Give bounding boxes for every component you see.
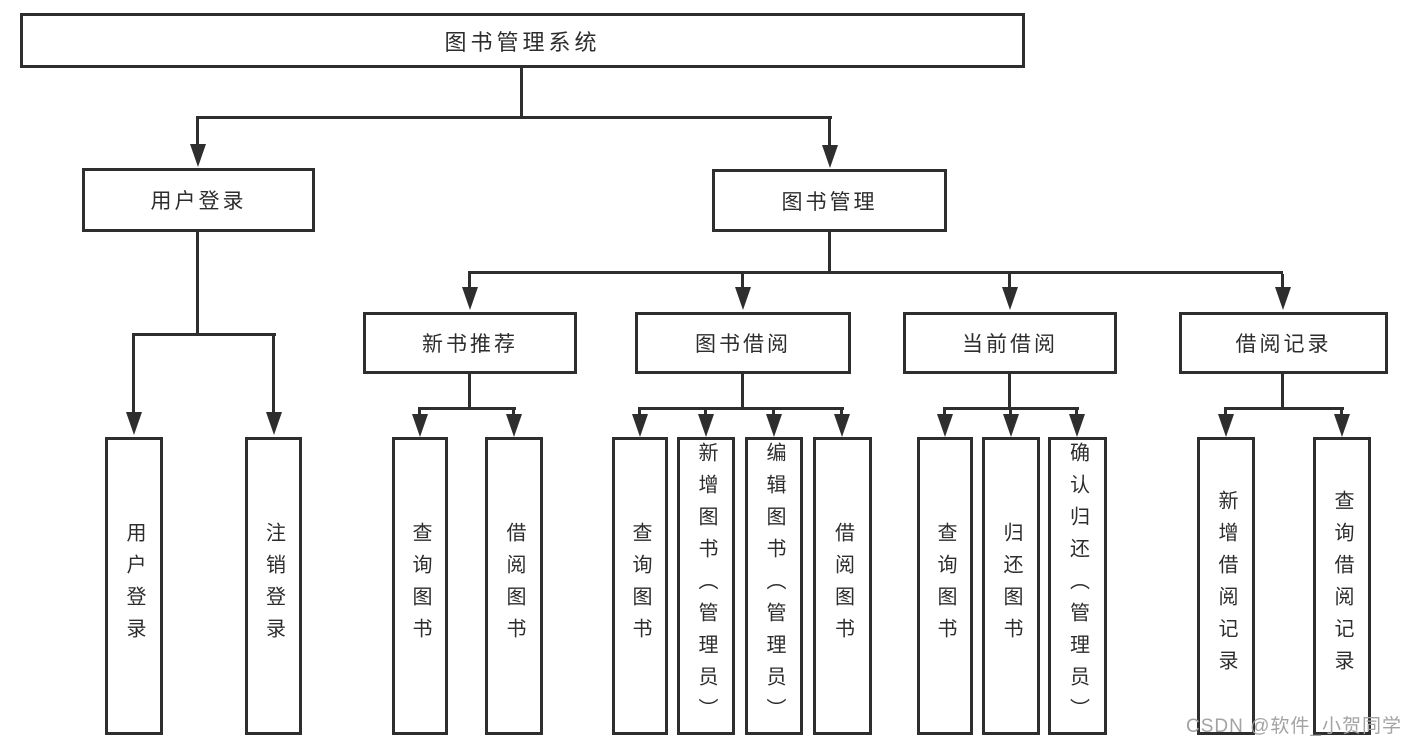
connector-level3-stem <box>1281 274 1284 289</box>
leaf-label: 借阅图书 <box>503 522 525 650</box>
connector-leaf-stem <box>943 407 946 417</box>
node-book-borrowing: 图书借阅 <box>635 312 851 374</box>
connector-level3-rail <box>468 271 1283 274</box>
arrow-down-icon <box>698 414 714 437</box>
leaf-label: 查询图书 <box>934 522 956 650</box>
connector-leaf-stem <box>840 407 843 417</box>
leaf-borrow-books: 借阅图书 <box>485 437 543 735</box>
leaf-label: 查询图书 <box>629 522 651 650</box>
connector-book-mgmt-stem <box>828 119 831 147</box>
node-borrowing-records: 借阅记录 <box>1179 312 1388 374</box>
arrow-down-icon <box>632 414 648 437</box>
arrow-down-icon <box>1218 414 1234 437</box>
leaf-query-books: 查询图书 <box>612 437 668 735</box>
leaf-label: 注销登录 <box>262 522 285 650</box>
arrow-down-icon <box>1002 287 1018 310</box>
node-label: 用户登录 <box>150 190 247 213</box>
leaf-user-login: 用户登录 <box>105 437 163 735</box>
connector-leaf-stem <box>1075 407 1078 417</box>
connector-user-login-stem <box>196 119 199 147</box>
connector-leaf-stem <box>512 407 515 417</box>
leaf-label: 确认归还（管理员） <box>1066 442 1089 730</box>
connector-leaf-stem <box>638 407 641 417</box>
leaf-label: 查询借阅记录 <box>1331 490 1353 682</box>
arrow-down-icon <box>937 414 953 437</box>
node-label: 图书借阅 <box>695 333 791 356</box>
node-current-borrowing: 当前借阅 <box>903 312 1117 374</box>
connector-level1-rail <box>196 116 832 119</box>
connector-root-drop <box>520 68 523 119</box>
arrow-down-icon <box>126 412 142 435</box>
node-label: 图书管理 <box>781 190 878 214</box>
leaf-label: 归还图书 <box>1000 522 1022 650</box>
connector-drop <box>1008 374 1011 407</box>
node-user-login: 用户登录 <box>82 168 315 232</box>
connector-leaf-rail <box>418 407 516 410</box>
arrow-down-icon <box>506 414 522 437</box>
leaf-label: 用户登录 <box>123 522 145 650</box>
arrow-down-icon <box>1334 414 1350 437</box>
connector-leaf-stem <box>1340 407 1343 417</box>
connector-book-mgmt-drop <box>828 232 831 271</box>
leaf-borrow-books: 借阅图书 <box>813 437 872 735</box>
node-new-book-recommend: 新书推荐 <box>363 312 577 374</box>
arrow-down-icon <box>1003 414 1019 437</box>
node-label: 新书推荐 <box>422 333 518 356</box>
connector-user-login-drop <box>196 232 199 333</box>
node-library-management-system: 图书管理系统 <box>20 13 1025 68</box>
connector-leaf-rail <box>1224 407 1344 410</box>
arrow-down-icon <box>412 414 428 437</box>
leaf-label: 编辑图书（管理员） <box>763 442 785 730</box>
leaf-logout: 注销登录 <box>245 437 302 735</box>
connector-leaf-stem <box>1009 407 1012 417</box>
connector-leaf-rail <box>638 407 844 410</box>
connector-leaf-stem <box>1224 407 1227 417</box>
arrow-down-icon <box>822 145 838 168</box>
node-label: 当前借阅 <box>962 333 1058 356</box>
leaf-return-books: 归还图书 <box>982 437 1040 735</box>
leaf-add-borrow-record: 新增借阅记录 <box>1197 437 1255 735</box>
arrow-down-icon <box>1069 414 1085 437</box>
leaf-label: 借阅图书 <box>831 522 854 650</box>
arrow-down-icon <box>190 144 206 167</box>
connector-drop <box>1281 374 1284 407</box>
connector-leaf-stem <box>704 407 707 417</box>
leaf-add-books-admin: 新增图书（管理员） <box>677 437 735 735</box>
leaf-label: 新增借阅记录 <box>1215 490 1237 682</box>
connector-level3-stem <box>1008 274 1011 289</box>
leaf-query-borrow-record: 查询借阅记录 <box>1313 437 1371 735</box>
arrow-down-icon <box>766 414 782 437</box>
node-book-management: 图书管理 <box>712 169 947 232</box>
connector-drop <box>741 374 744 407</box>
leaf-edit-books-admin: 编辑图书（管理员） <box>745 437 803 735</box>
leaf-query-books: 查询图书 <box>392 437 448 735</box>
csdn-watermark: CSDN @软件_小贺同学 <box>1186 716 1402 737</box>
connector-leaf-stem <box>132 333 135 413</box>
leaf-label: 查询图书 <box>409 522 431 650</box>
arrow-down-icon <box>462 287 478 310</box>
leaf-label: 新增图书（管理员） <box>695 442 717 730</box>
connector-leaf-stem <box>272 333 275 413</box>
arrow-down-icon <box>834 414 850 437</box>
connector-drop <box>468 374 471 407</box>
leaf-confirm-return-admin: 确认归还（管理员） <box>1048 437 1107 735</box>
connector-user-login-rail <box>132 333 276 336</box>
arrow-down-icon <box>735 287 751 310</box>
arrow-down-icon <box>1275 287 1291 310</box>
connector-leaf-stem <box>418 407 421 417</box>
node-label: 图书管理系统 <box>444 29 601 55</box>
connector-level3-stem <box>468 274 471 289</box>
node-label: 借阅记录 <box>1235 333 1332 356</box>
connector-leaf-stem <box>772 407 775 417</box>
arrow-down-icon <box>266 412 282 435</box>
leaf-query-books: 查询图书 <box>917 437 973 735</box>
connector-level3-stem <box>741 274 744 289</box>
